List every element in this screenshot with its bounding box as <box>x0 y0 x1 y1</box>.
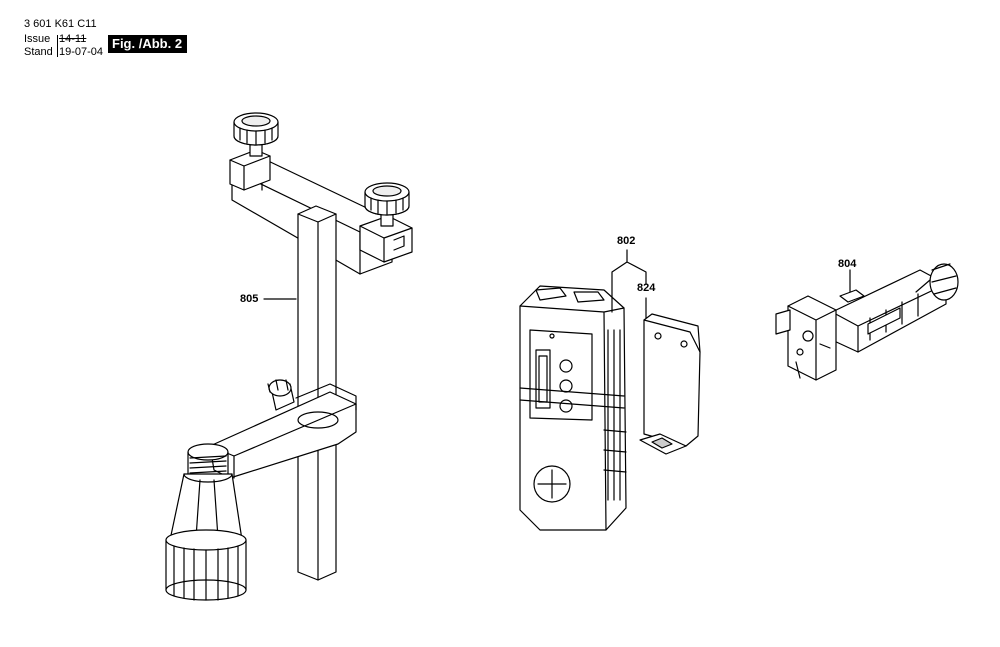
knob-side <box>267 379 295 411</box>
knob-top-right <box>364 182 410 227</box>
cover-plate <box>643 319 701 447</box>
callout-804: 804 <box>838 258 857 270</box>
issue-row: Issue 14-11 <box>24 33 86 45</box>
clamp-knob <box>915 263 959 301</box>
drawing-header: 3 601 K61 C11 Issue 14-11 Stand 19-07-04… <box>24 18 224 64</box>
stand-value: 19-07-04 <box>59 46 104 58</box>
mount-805 <box>165 112 413 601</box>
stand-row: Stand 19-07-04 <box>24 46 103 58</box>
receiver-802 <box>519 249 647 531</box>
receiver-button-3 <box>559 399 573 413</box>
mount-post <box>297 205 337 581</box>
receiver-button-2 <box>559 379 573 393</box>
issue-label: Issue <box>24 33 51 45</box>
header-bracket <box>54 35 58 57</box>
callout-824: 824 <box>637 282 656 294</box>
cover-824 <box>639 297 701 455</box>
callout-805: 805 <box>240 293 259 305</box>
stand-label: Stand <box>24 46 53 58</box>
threaded-stud <box>187 443 229 475</box>
issue-value: 14-11 <box>59 33 87 45</box>
knob-top-left <box>233 112 279 157</box>
receiver-button-1 <box>559 359 573 373</box>
figure-badge: Fig. /Abb. 2 <box>108 35 188 53</box>
callout-802: 802 <box>617 235 636 247</box>
knurled-foot <box>165 529 247 601</box>
clamp-804 <box>775 263 959 381</box>
leader-802 <box>611 249 647 313</box>
part-number: 3 601 K61 C11 <box>24 18 97 30</box>
